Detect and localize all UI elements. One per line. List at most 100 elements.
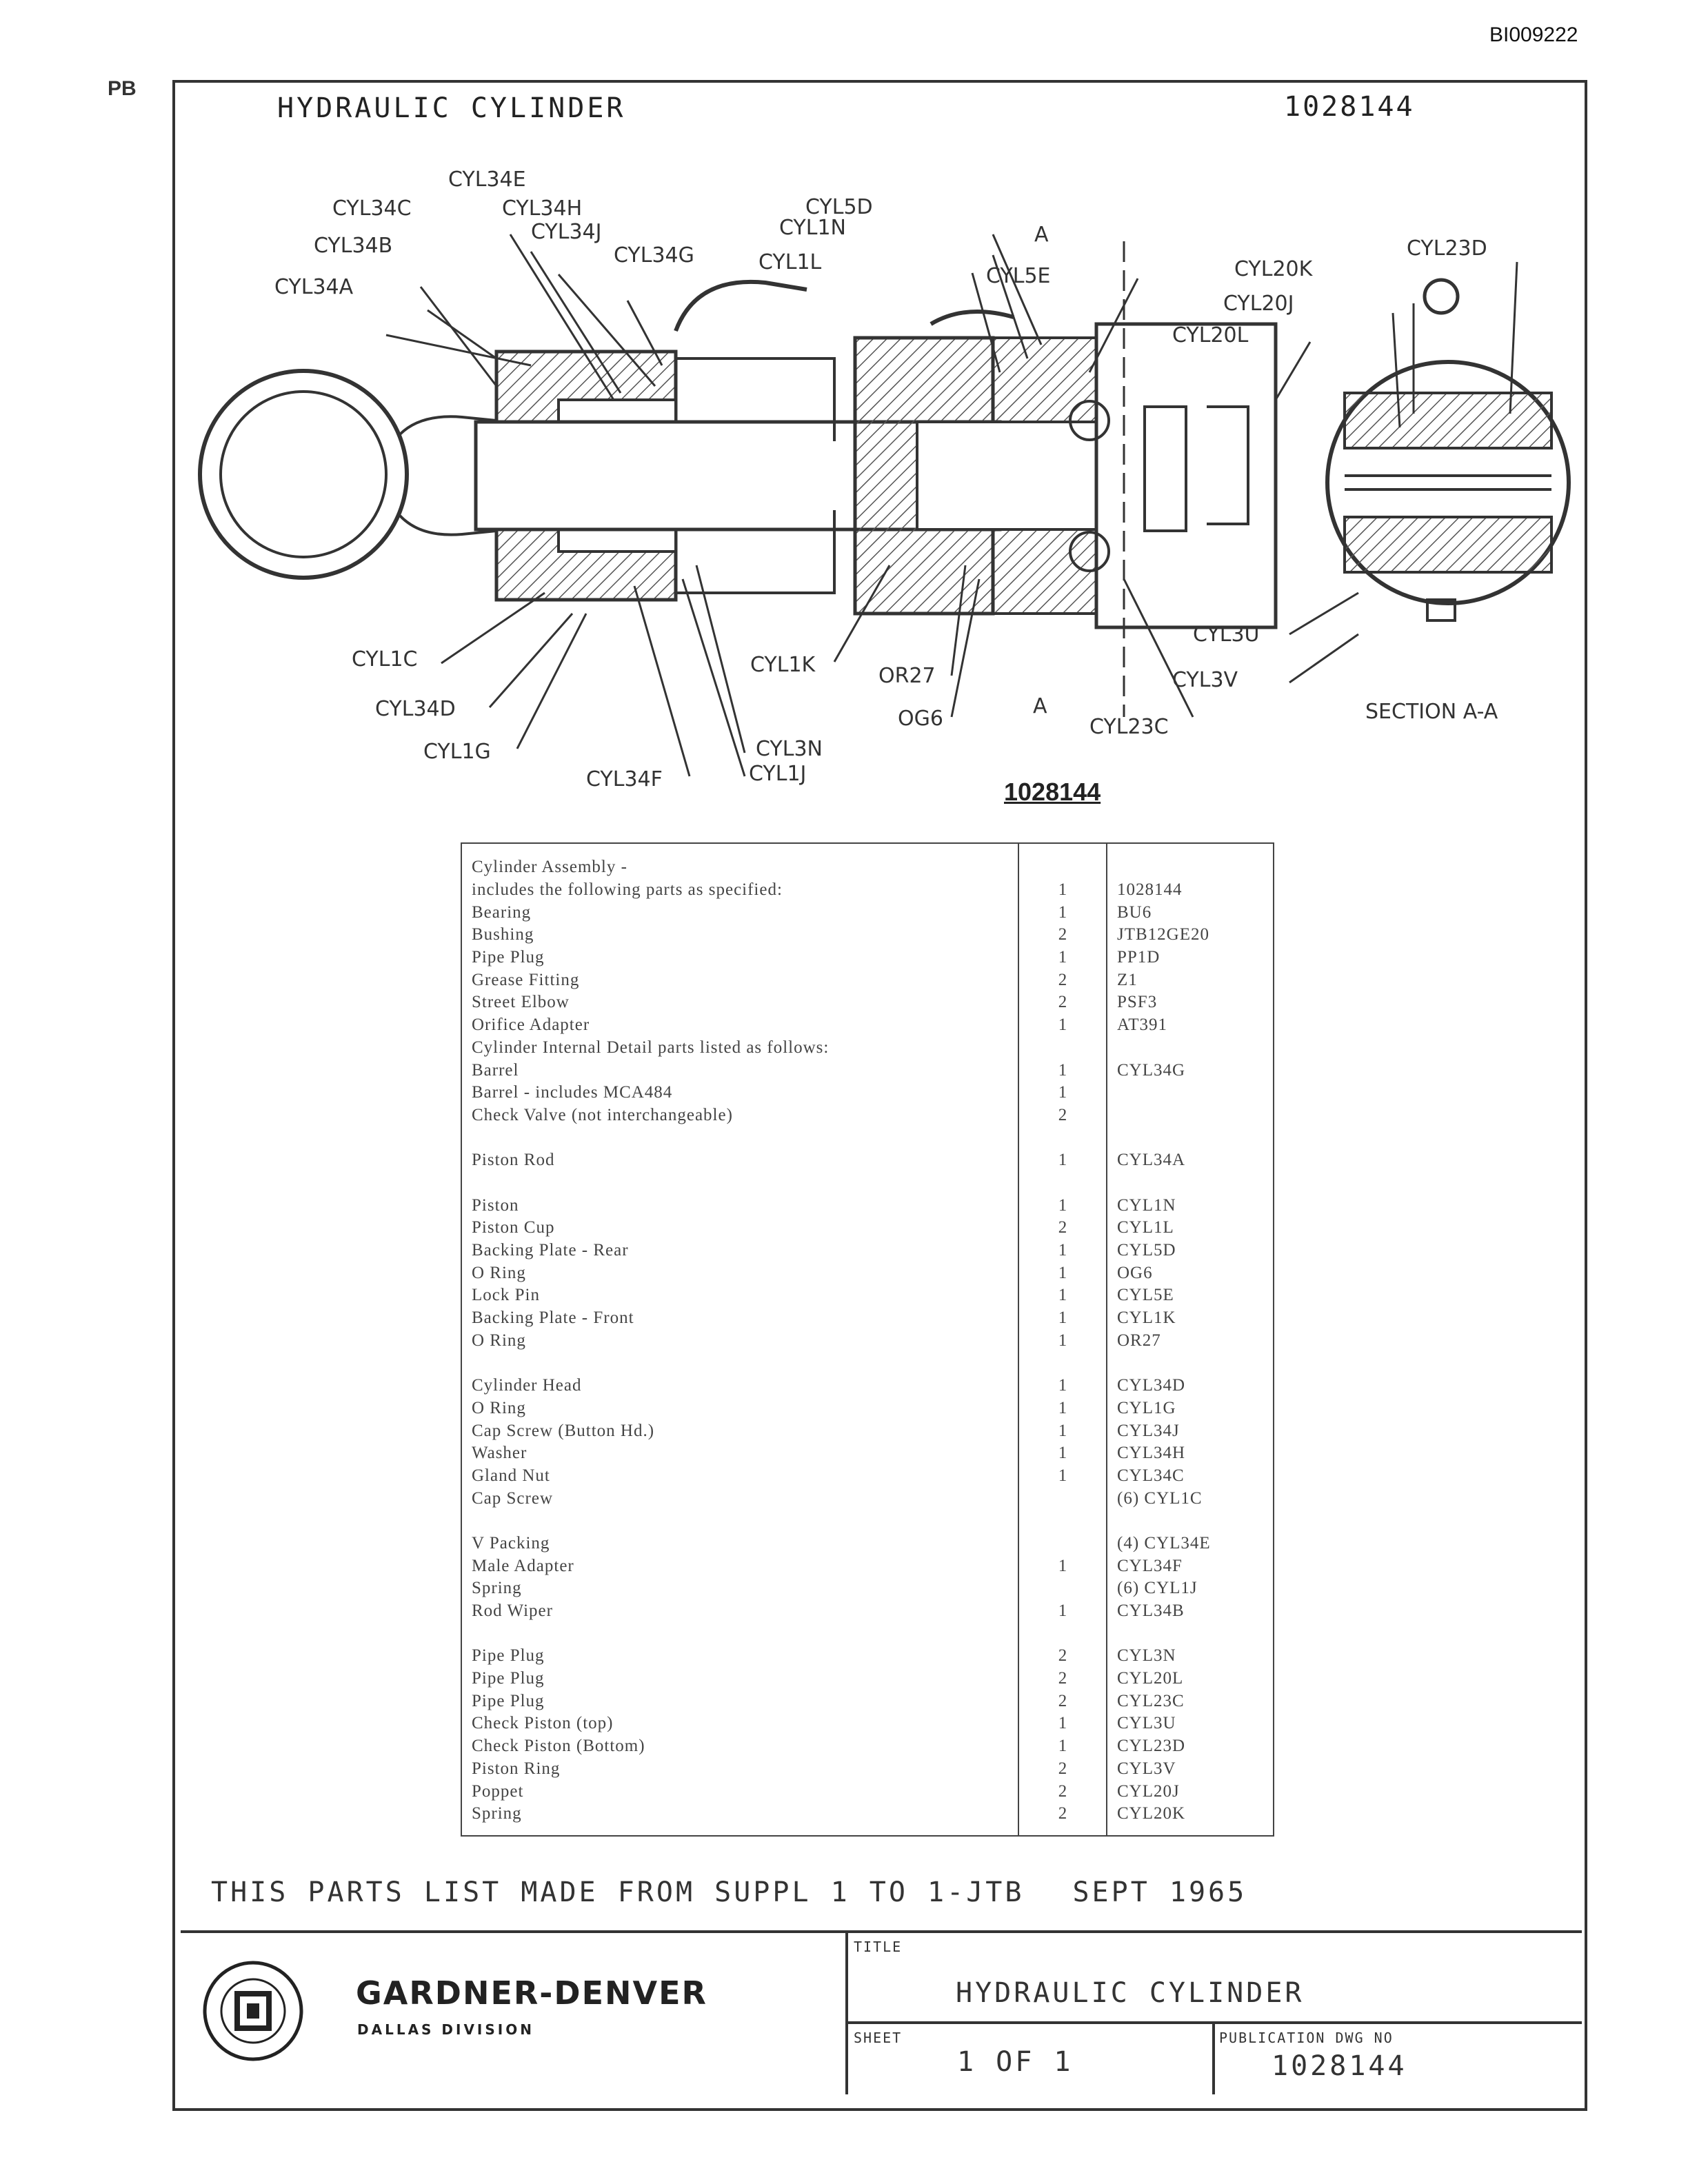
cylinder-cross-section	[198, 241, 1571, 717]
part-quantity: 1	[1018, 1397, 1107, 1420]
parts-list-table: Cylinder Assembly -includes the followin…	[461, 842, 1274, 1837]
leader-lines	[385, 234, 1518, 777]
part-quantity: 1	[1018, 1284, 1107, 1307]
part-quantity: 2	[1018, 1217, 1107, 1240]
parts-row	[461, 1171, 1274, 1195]
title-label: TITLE	[854, 1939, 903, 1955]
part-description: Barrel - includes MCA484	[472, 1083, 673, 1102]
parts-row	[461, 1352, 1274, 1375]
part-number: CYL3U	[1117, 1714, 1176, 1733]
part-number	[1107, 1126, 1274, 1149]
callout-cyl5d: CYL5D	[805, 195, 873, 219]
parts-row: Spring(6) CYL1J	[461, 1577, 1274, 1600]
part-number: OG6	[1117, 1263, 1153, 1282]
note-text: THIS PARTS LIST MADE FROM SUPPL 1 TO 1-J…	[211, 1877, 1025, 1908]
part-quantity: 1	[1018, 1149, 1107, 1172]
sheet-value: 1 OF 1	[957, 2046, 1074, 2078]
part-description: V Packing	[472, 1533, 550, 1553]
part-quantity	[1018, 1036, 1107, 1060]
part-quantity: 2	[1018, 1667, 1107, 1690]
parts-row: Check Valve (not interchangeable)2	[461, 1104, 1274, 1127]
part-quantity	[1018, 1171, 1107, 1195]
part-number: CYL23C	[1117, 1691, 1185, 1710]
part-number	[1107, 1082, 1274, 1104]
part-description: Washer	[472, 1444, 528, 1463]
part-description	[461, 1510, 1018, 1533]
part-description: Pipe Plug	[472, 948, 545, 967]
part-description: O Ring	[472, 1398, 526, 1417]
sheet-label: SHEET	[854, 2030, 903, 2046]
callout-or27: OR27	[878, 664, 936, 688]
part-description: Cap Screw (Button Hd.)	[472, 1421, 655, 1440]
part-description: Lock Pin	[472, 1286, 540, 1305]
part-number: CYL3V	[1117, 1759, 1176, 1778]
part-quantity: 2	[1018, 1690, 1107, 1713]
parts-row	[461, 1622, 1274, 1646]
part-number: (6) CYL1J	[1117, 1579, 1198, 1598]
part-number: CYL34J	[1117, 1421, 1180, 1440]
drawing-number: 1028144	[1284, 91, 1415, 123]
section-marker-top: A	[1034, 223, 1049, 247]
callout-cyl20j: CYL20J	[1223, 292, 1294, 316]
part-number: (4) CYL34E	[1117, 1533, 1211, 1553]
part-description	[461, 1172, 1018, 1195]
callout-cyl34g: CYL34G	[614, 243, 694, 267]
part-number: CYL1G	[1117, 1398, 1176, 1417]
part-number: AT391	[1117, 1015, 1168, 1035]
part-description: Cylinder Internal Detail parts listed as…	[472, 1038, 830, 1057]
part-number: CYL1K	[1117, 1308, 1176, 1328]
parts-row: O Ring 1 CYL1G	[461, 1397, 1274, 1420]
part-description: Grease Fitting	[472, 970, 580, 989]
part-quantity	[1018, 1532, 1107, 1555]
part-quantity: 1	[1018, 1442, 1107, 1465]
callout-cyl20k: CYL20K	[1234, 257, 1314, 281]
callout-cyl20l: CYL20L	[1172, 323, 1249, 347]
part-number: 1028144	[1117, 880, 1183, 900]
parts-row	[461, 1509, 1274, 1533]
part-number: CYL1N	[1117, 1195, 1176, 1215]
callout-cyl34a: CYL34A	[274, 275, 354, 299]
part-description: Check Valve (not interchangeable)	[472, 1105, 733, 1124]
part-number: PSF3	[1117, 993, 1158, 1012]
part-quantity	[1018, 1126, 1107, 1149]
section-marker-bottom: A	[1033, 694, 1047, 718]
part-description: Poppet	[472, 1781, 524, 1801]
parts-row: Cap Screw(6) CYL1C	[461, 1487, 1274, 1510]
callout-cyl1l: CYL1L	[758, 250, 822, 274]
part-number: CYL23D	[1117, 1737, 1186, 1756]
packing-bottom	[557, 528, 677, 553]
part-number	[1107, 1037, 1274, 1060]
title-block: GARDNER-DENVER DALLAS DIVISION TITLE HYD…	[181, 1930, 1582, 2094]
callout-cyl34f: CYL34F	[586, 767, 663, 791]
part-quantity: 1	[1018, 1013, 1107, 1037]
part-quantity: 1	[1018, 1262, 1107, 1285]
parts-row: Lock Pin 1 CYL5E	[461, 1284, 1274, 1307]
callout-cyl1k: CYL1K	[750, 653, 816, 677]
part-number	[1107, 1622, 1274, 1645]
part-number: (6) CYL1C	[1117, 1488, 1203, 1508]
gardner-denver-logo	[203, 1961, 303, 2061]
part-number: CYL34A	[1117, 1151, 1186, 1170]
callout-cyl3v: CYL3V	[1172, 668, 1238, 692]
part-quantity	[1018, 843, 1107, 879]
part-number: CYL20L	[1117, 1669, 1184, 1688]
part-quantity: 2	[1018, 969, 1107, 992]
callout-cyl1c: CYL1C	[352, 647, 418, 671]
callout-cyl5e: CYL5E	[986, 264, 1051, 288]
part-number: CYL5E	[1117, 1286, 1174, 1305]
part-description: Barrel	[472, 1060, 519, 1080]
part-description: Cylinder Head	[472, 1376, 582, 1395]
